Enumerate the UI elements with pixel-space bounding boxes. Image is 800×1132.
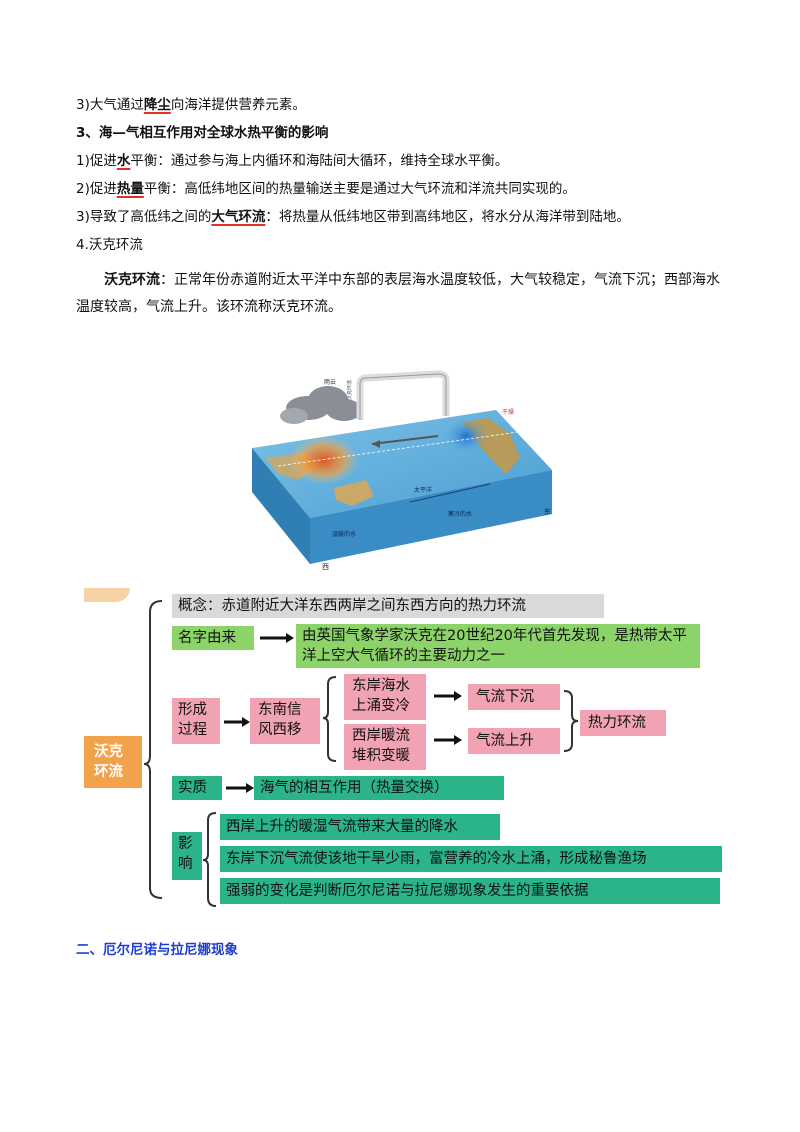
essence-text: 海气的相互作用（热量交换） (254, 776, 504, 800)
name-origin-box: 名字由来 (172, 626, 254, 650)
walker-paragraph: 沃克环流：正常年份赤道附近太平洋中东部的表层海水温度较低，大气较稳定，气流下沉；… (76, 267, 726, 321)
text: 向海洋提供营养元素。 (170, 97, 306, 113)
decoration (84, 588, 130, 602)
impact-bracket (202, 812, 217, 907)
section-title: 4.沃克环流 (76, 237, 143, 253)
walker-loop (356, 370, 450, 420)
essence-box: 实质 (172, 776, 222, 800)
rain-cloud (280, 386, 362, 424)
arrow-icon (226, 783, 254, 793)
block-side-front (310, 470, 552, 564)
walker-diagram: 雨云 干燥 太平洋 寒冷的水 温暖的水 东 西 沃克环流 (252, 370, 552, 571)
impact-label: 影响 (178, 836, 193, 872)
warm-pool (290, 436, 358, 484)
trade-wind-arrow (371, 435, 439, 445)
formation-box: 形成过程 (172, 698, 220, 744)
name-origin-text: 由英国气象学家沃克在20世纪20年代首先发现，是热带太平洋上空大气循环的主要动力… (296, 624, 700, 668)
walker-mindmap: 沃克环流 概念：赤道附近大洋东西两岸之间东西方向的热力环流 名字由来 由英国气象… (74, 588, 726, 908)
text-line-3: 1)促进水平衡：通过参与海上内循环和海陆间大循环，维持全球水平衡。 (76, 152, 508, 170)
impact-2: 东岸下沉气流使该地干旱少雨，富营养的冷水上涌，形成秘鲁渔场 (220, 846, 722, 872)
impact-3: 强弱的变化是判断厄尔尼诺与拉尼娜现象发生的重要依据 (220, 878, 720, 904)
mindmap-root: 沃克环流 (84, 736, 142, 788)
arrow-icon (260, 633, 294, 643)
subheading: 3、海—气相互作用对全球水热平衡的影响 (76, 125, 329, 141)
label-west: 西 (322, 563, 329, 570)
keyword: 大气环流 (211, 209, 266, 225)
text: 3)大气通过 (76, 97, 144, 113)
trade-wind-box: 东南信风西移 (250, 698, 320, 744)
air-up-box: 气流上升 (468, 728, 560, 754)
text: ：正常年份赤道附近太平洋中东部的表层海水温度较低，大气较稳定，气流下沉；西部海水… (76, 272, 720, 315)
label-dry: 干燥 (502, 408, 514, 416)
equator-line (277, 431, 519, 467)
text-line-4: 2)促进热量平衡：高低纬地区间的热量输送主要是通过大气环流和洋流共同实现的。 (76, 180, 576, 198)
east-coast-box: 东岸海水上涌变冷 (344, 674, 426, 720)
arrow-icon (434, 735, 462, 745)
west-coast-label: 西岸暖流堆积变暖 (352, 728, 410, 764)
keyword: 沃克环流 (104, 272, 160, 288)
text: ：将热量从低纬地区带到高纬地区，将水分从海洋带到陆地。 (265, 209, 630, 225)
text-line-1: 3)大气通过降尘向海洋提供营养元素。 (76, 96, 306, 114)
text: 平衡：通过参与海上内循环和海陆间大循环，维持全球水平衡。 (130, 153, 509, 169)
label-warm-water: 温暖的水 (332, 530, 356, 538)
keyword: 热量 (116, 181, 144, 197)
thermal-bracket (563, 690, 579, 752)
text-line-5: 3)导致了高低纬之间的大气环流：将热量从低纬地区带到高纬地区，将水分从海洋带到陆… (76, 208, 630, 226)
text: 1)促进 (76, 153, 117, 169)
section-2-heading: 二、厄尔尼诺与拉尼娜现象 (76, 942, 238, 958)
text: 3)导致了高低纬之间的 (76, 209, 212, 225)
walker-loop-outline (359, 373, 447, 420)
west-coast-box: 西岸暖流堆积变暖 (344, 724, 426, 770)
arrow-icon (434, 691, 462, 701)
formation-label: 形成过程 (178, 702, 207, 738)
label-cold-water: 寒冷的水 (448, 510, 472, 518)
east-coast-label: 东岸海水上涌变冷 (352, 678, 410, 714)
arrow-head (372, 440, 380, 448)
formation-bracket (322, 676, 337, 762)
arrow-icon (224, 717, 250, 727)
text: 平衡：高低纬地区间的热量输送主要是通过大气环流和洋流共同实现的。 (143, 181, 576, 197)
air-down-box: 气流下沉 (468, 684, 560, 710)
current-arrow (409, 483, 491, 503)
walker-circulation-figure: 雨云 干燥 太平洋 寒冷的水 温暖的水 东 西 沃克环流 (248, 370, 558, 571)
impact-1: 西岸上升的暖湿气流带来大量的降水 (220, 814, 500, 840)
label-east: 东 (544, 507, 551, 516)
thermal-box: 热力环流 (580, 710, 666, 736)
label-pacific: 太平洋 (414, 486, 432, 494)
trade-wind-label: 东南信风西移 (258, 702, 302, 738)
keyword: 水 (116, 153, 131, 169)
label-walker: 沃克环流 (346, 380, 353, 400)
main-bracket (143, 600, 163, 899)
keyword: 降尘 (143, 97, 171, 113)
label-rain: 雨云 (324, 379, 336, 386)
text: 2)促进 (76, 181, 117, 197)
australia-land (334, 480, 374, 506)
cold-upwelling (444, 418, 488, 454)
concept-box: 概念：赤道附近大洋东西两岸之间东西方向的热力环流 (172, 594, 604, 618)
block-side-left (252, 448, 310, 564)
root-label: 沃克环流 (94, 744, 123, 780)
impact-box: 影响 (172, 832, 202, 880)
